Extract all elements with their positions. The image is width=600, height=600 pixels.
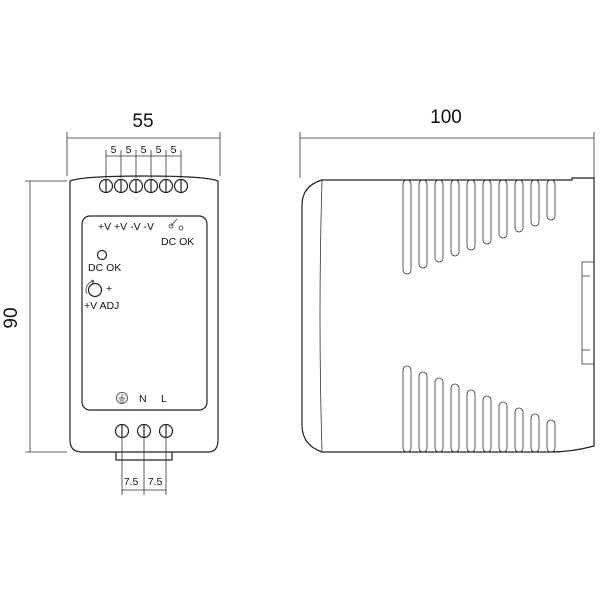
ground-symbol-icon <box>116 392 128 404</box>
terminal-screw-icon <box>98 178 114 194</box>
terminal-screw-icon <box>173 178 189 194</box>
terminal-screw-icon <box>128 178 144 194</box>
top-pitch-label: 5 <box>156 144 162 156</box>
top-pitch-dimension: 5 5 5 5 5 <box>105 144 182 178</box>
neutral-label: N <box>139 393 147 405</box>
din-rail-notch <box>581 261 594 365</box>
side-view: 100 <box>299 107 595 453</box>
line-label: L <box>161 393 167 405</box>
side-front-edge <box>319 179 323 453</box>
relay-contact-icon <box>168 218 184 231</box>
front-label-panel <box>81 215 208 411</box>
height-label: 90 <box>1 307 22 328</box>
width-label: 55 <box>132 111 153 132</box>
terminal-screw-icon <box>158 178 174 194</box>
terminal-screw-icon <box>136 423 152 439</box>
terminal-screw-icon <box>113 178 129 194</box>
output-terminal-block <box>98 178 189 194</box>
side-housing-outline <box>301 177 595 453</box>
top-pitch-label: 5 <box>141 144 147 156</box>
bottom-pitch-dimension: 7.5 7.5 <box>121 438 167 495</box>
front-housing-outline <box>69 175 219 453</box>
adjust-plus-label: + <box>106 283 112 295</box>
height-dimension: 90 <box>1 180 67 453</box>
bottom-pitch-label: 7.5 <box>124 476 139 488</box>
lower-ventilation-slots <box>402 365 556 453</box>
dc-ok-relay-label: DC OK <box>161 236 194 248</box>
terminal-screw-icon <box>114 423 130 439</box>
upper-ventilation-slots <box>402 179 556 275</box>
width-dimension: 55 <box>66 111 221 176</box>
dc-ok-led-label: DC OK <box>88 262 121 274</box>
top-pitch-label: 5 <box>111 144 117 156</box>
depth-dimension: 100 <box>299 107 595 178</box>
voltage-adjust-potentiometer-icon <box>85 279 103 298</box>
top-pitch-label: 5 <box>126 144 132 156</box>
input-terminal-block <box>114 423 174 439</box>
output-terminals-label: +V +V -V -V <box>98 221 154 233</box>
front-view: 55 90 5 5 5 5 5 <box>1 111 221 495</box>
voltage-adjust-label: +V ADJ <box>84 300 119 312</box>
terminal-screw-icon <box>143 178 159 194</box>
terminal-screw-icon <box>158 423 174 439</box>
top-pitch-label: 5 <box>171 144 177 156</box>
led-indicator-icon <box>96 249 108 261</box>
depth-label: 100 <box>430 107 462 128</box>
bottom-pitch-label: 7.5 <box>148 476 163 488</box>
